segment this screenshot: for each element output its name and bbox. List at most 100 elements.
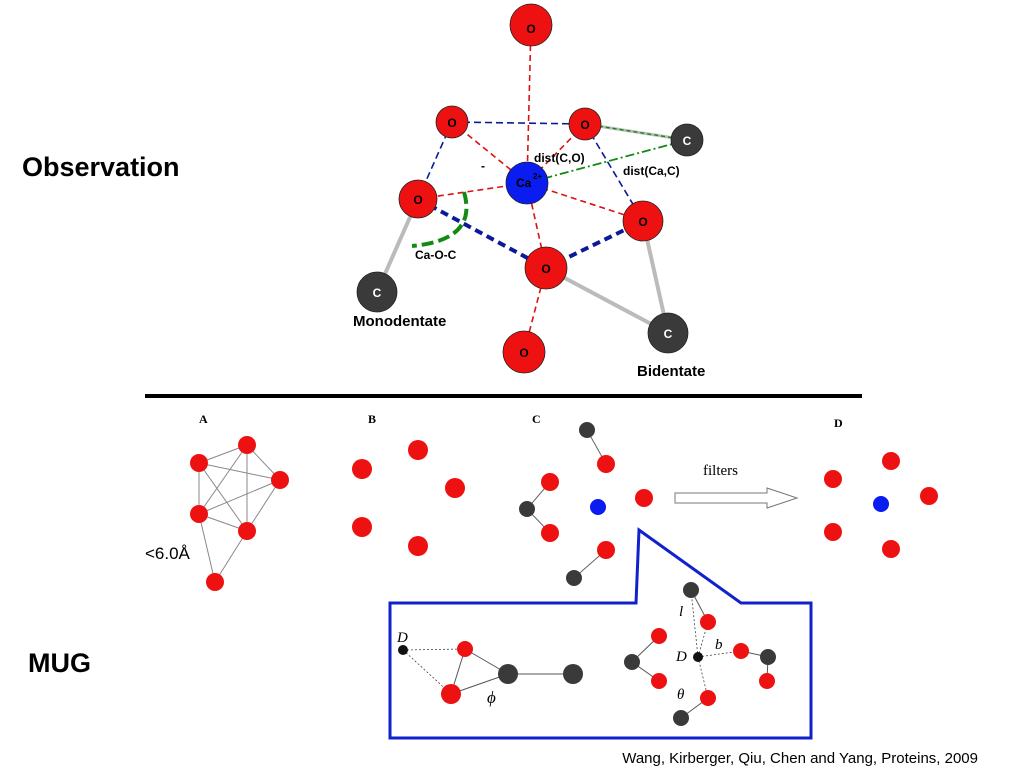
mug-label: MUG: [28, 648, 91, 678]
length-label: l: [679, 604, 683, 620]
oxygen-atom: [408, 440, 428, 460]
panel-a-edge: [198, 479, 281, 515]
panel-a-label: A: [199, 412, 208, 426]
dummy-atom-label: D: [675, 649, 687, 665]
theta-label: θ: [677, 687, 685, 703]
oxygen-atom: [238, 522, 256, 540]
panel-a: A <6.0Å: [145, 412, 289, 591]
carbon-atom: [647, 312, 689, 354]
bond-line: [545, 266, 669, 335]
carbon-atom: [673, 710, 689, 726]
carbon-atom: [760, 649, 776, 665]
distance-ca-c-label: dist(Ca,C): [623, 164, 680, 178]
carbon-label: C: [664, 327, 673, 341]
minus-sign: -: [481, 159, 485, 173]
oxygen-atom: [238, 436, 256, 454]
oxygen-atom: [408, 536, 428, 556]
carbon-atom: [563, 664, 583, 684]
observation-diagram: O O O O O O O C C C Ca 2+ - dist(C,O) di…: [353, 3, 705, 380]
oxygen-label: O: [580, 118, 589, 132]
oxygen-atom: [445, 478, 465, 498]
oxygen-atom: [733, 643, 749, 659]
oxygen-atom: [920, 487, 938, 505]
distance-c-o-label: dist(C,O): [534, 151, 585, 165]
oxygen-atom: [271, 471, 289, 489]
bond-line: [450, 673, 509, 695]
calcium-atom: [505, 161, 549, 205]
calcium-charge: 2+: [533, 172, 542, 181]
carbon-atom: [624, 654, 640, 670]
oxygen-atom: [882, 540, 900, 558]
carbon-atom: [670, 123, 704, 157]
citation: Wang, Kirberger, Qiu, Chen and Yang, Pro…: [622, 750, 978, 767]
carbon-atom: [683, 582, 699, 598]
panel-b: B: [352, 412, 465, 556]
panel-a-edge: [198, 462, 281, 481]
panel-b-label: B: [368, 412, 376, 426]
b-label: b: [715, 637, 723, 653]
oxygen-atom: [457, 641, 473, 657]
oxygen-atom: [651, 628, 667, 644]
oxygen-edge: [451, 121, 586, 125]
carbon-atom: [356, 271, 398, 313]
panel-a-edge: [198, 462, 248, 532]
oxygen-atom: [435, 105, 469, 139]
panel-c-label: C: [532, 412, 541, 426]
dummy-bond: [690, 589, 699, 658]
oxygen-atom: [352, 459, 372, 479]
distance-threshold-label: <6.0Å: [145, 544, 191, 563]
oxygen-atom: [635, 489, 653, 507]
carbon-label: C: [683, 134, 692, 148]
oxygen-atom: [622, 200, 664, 242]
carbon-atom: [519, 501, 535, 517]
oxygen-atom: [759, 673, 775, 689]
angle-arc: [411, 191, 469, 248]
oxygen-atom: [190, 505, 208, 523]
oxygen-atom: [206, 573, 224, 591]
oxygen-atom: [541, 524, 559, 542]
oxygen-atom: [568, 107, 602, 141]
carbon-atom: [566, 570, 582, 586]
distance-line-c-o: [584, 123, 688, 141]
oxygen-atom: [824, 470, 842, 488]
panel-c: C: [519, 412, 653, 586]
oxygen-label: O: [447, 116, 456, 130]
oxygen-label: O: [638, 215, 647, 229]
oxygen-edge-thick: [417, 197, 547, 270]
panel-a-edge: [246, 479, 281, 532]
bidentate-label: Bidentate: [637, 363, 705, 380]
angle-label: Ca-O-C: [415, 248, 457, 262]
panel-a-edge: [214, 530, 248, 583]
oxygen-atom: [541, 473, 559, 491]
phi-label: ϕ: [487, 688, 496, 707]
calcium-atom: [590, 499, 606, 515]
carbon-atom: [498, 664, 518, 684]
distance-line-ca-c: [526, 139, 688, 184]
oxygen-atom: [190, 454, 208, 472]
filters-label: filters: [703, 463, 738, 479]
oxygen-atom: [597, 541, 615, 559]
oxygen-label: O: [526, 22, 535, 36]
carbon-atom: [579, 422, 595, 438]
filters-arrow: filters: [674, 463, 799, 509]
observation-label: Observation: [22, 152, 180, 182]
oxygen-atom: [352, 517, 372, 537]
oxygen-atom: [502, 330, 546, 374]
oxygen-atom: [651, 673, 667, 689]
oxygen-atom: [882, 452, 900, 470]
oxygen-atom: [700, 614, 716, 630]
oxygen-atom: [524, 246, 568, 290]
oxygen-atom: [509, 3, 553, 47]
oxygen-atom: [597, 455, 615, 473]
oxygen-atom: [824, 523, 842, 541]
carbon-label: C: [373, 286, 382, 300]
dummy-atom: [693, 652, 703, 662]
panel-d: D: [824, 416, 938, 558]
coordination-line: [526, 24, 532, 184]
calcium-atom: [873, 496, 889, 512]
dummy-atom: [398, 645, 408, 655]
panel-a-edge: [198, 513, 216, 583]
oxygen-atom: [700, 690, 716, 706]
inset-border: [388, 527, 813, 740]
